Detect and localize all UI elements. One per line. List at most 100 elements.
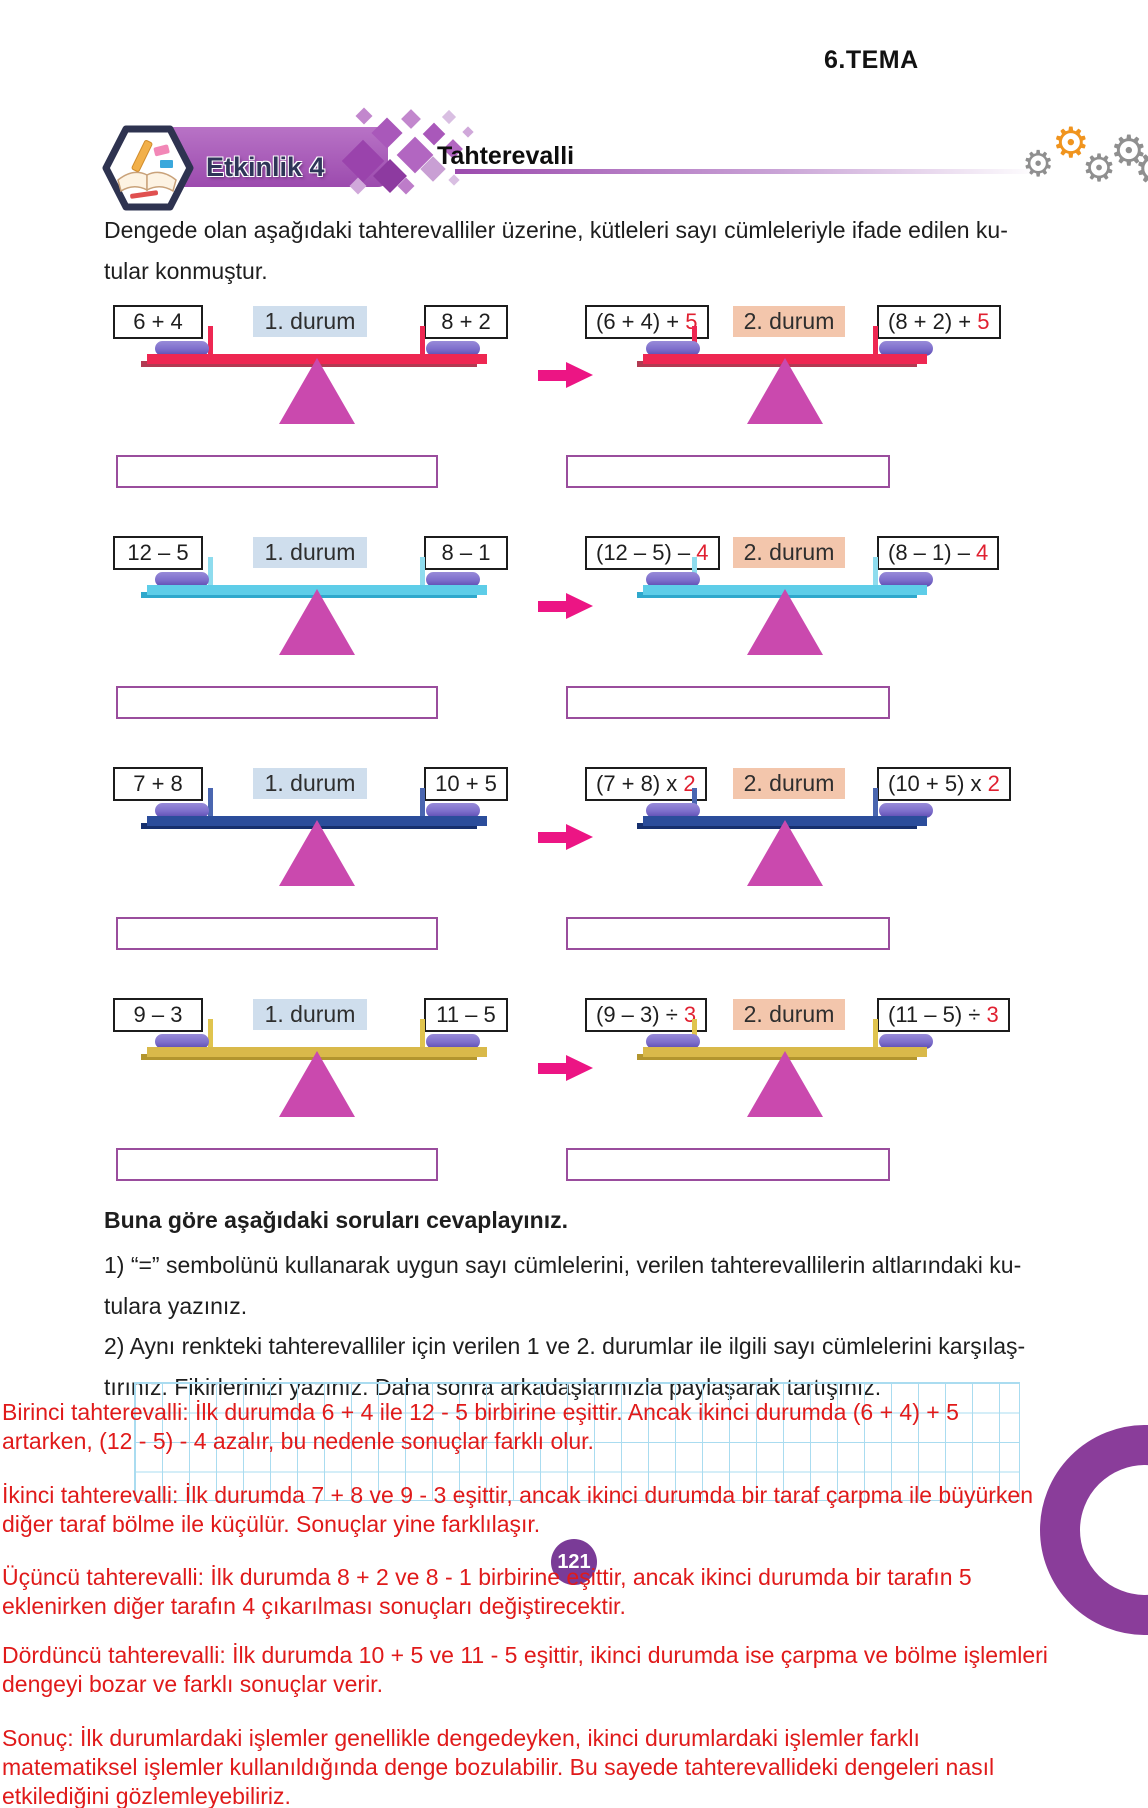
arrow-shaft (538, 601, 567, 612)
stick (873, 788, 878, 817)
expression-accent: 4 (976, 540, 989, 565)
fulcrum (279, 1051, 355, 1117)
intro-line: tular konmuştur. (104, 258, 268, 284)
answer-box[interactable] (566, 917, 890, 950)
gear-icon: ⚙ (1110, 127, 1148, 174)
weight-right (879, 572, 933, 587)
arrow-head (566, 824, 593, 850)
state2-label: 2. durum (733, 768, 845, 799)
answer-box[interactable] (116, 917, 438, 950)
answer-box[interactable] (566, 1148, 890, 1181)
stick (692, 326, 697, 355)
gear-icon: ⚙ (1022, 143, 1055, 184)
answer-line: etkilediğini gözlemleyebiliriz. (2, 1783, 291, 1808)
state2-label: 2. durum (733, 999, 845, 1030)
seesaw-state1: 12 – 5 1. durum 8 – 1 (110, 536, 510, 661)
stick (692, 788, 697, 817)
stick (420, 557, 425, 586)
seesaw-state2: (7 + 8) x 2 2. durum (10 + 5) x 2 (580, 767, 1011, 892)
expression-box-left: 9 – 3 (113, 998, 203, 1032)
weight-right (879, 341, 933, 356)
seesaw-row: 6 + 4 1. durum 8 + 2 (6 + 4) + 5 2. duru… (0, 305, 1148, 495)
answer-line: eklenirken diğer tarafın 4 çıkarılması s… (2, 1593, 626, 1619)
question-1: 1) “=” sembolünü kullanarak uygun sayı c… (104, 1245, 1021, 1327)
expression-box-left: 6 + 4 (113, 305, 203, 339)
diamond-decoration (401, 109, 421, 129)
expression-accent: 5 (977, 309, 990, 334)
stick (873, 1019, 878, 1048)
expression: (6 + 4) + (596, 309, 686, 334)
book-icon (102, 124, 194, 217)
expression: (10 + 5) x (888, 771, 988, 796)
answer-grid-area[interactable] (134, 1382, 1020, 1501)
answer-paragraph-2: İkinci tahterevalli: İlk durumda 7 + 8 v… (2, 1481, 1033, 1539)
gear-icon: ⚙ (1082, 148, 1117, 190)
expression-box-left: (6 + 4) + 5 (585, 305, 709, 339)
fulcrum (747, 1051, 823, 1117)
answer-box[interactable] (566, 686, 890, 719)
answer-line: Sonuç: İlk durumlardaki işlemler genelli… (2, 1725, 920, 1751)
question-line: 2) Aynı renkteki tahterevalliler için ve… (104, 1333, 1026, 1359)
page-number-badge: 121 (551, 1539, 597, 1585)
stick (692, 1019, 697, 1048)
expression-box-right: 10 + 5 (424, 767, 508, 801)
expression: (9 – 3) ÷ (596, 1002, 684, 1027)
theme-label: 6.TEMA (824, 46, 919, 74)
diamond-decoration (441, 109, 457, 125)
weight-right (426, 1034, 480, 1049)
stick (420, 788, 425, 817)
expression-box-left: 12 – 5 (113, 536, 203, 570)
weight-right (426, 341, 480, 356)
weight-left (155, 803, 209, 818)
answer-paragraph-4: Dördüncü tahterevalli: İlk durumda 10 + … (2, 1641, 1048, 1699)
weight-left (646, 1034, 700, 1049)
stick (873, 557, 878, 586)
weight-left (155, 1034, 209, 1049)
stick (208, 788, 213, 817)
expression: (8 + 2) + (888, 309, 978, 334)
arrow-right-icon (538, 1055, 594, 1081)
expression-box-right: 8 – 1 (424, 536, 508, 570)
weight-left (155, 572, 209, 587)
fulcrum (747, 589, 823, 655)
arrow-shaft (538, 832, 567, 843)
expression: (8 – 1) – (888, 540, 977, 565)
stick (420, 326, 425, 355)
activity-label: Etkinlik 4 (206, 152, 325, 182)
seesaw-state1: 7 + 8 1. durum 10 + 5 (110, 767, 510, 892)
expression: (7 + 8) x (596, 771, 684, 796)
seesaw-state2: (9 – 3) ÷ 3 2. durum (11 – 5) ÷ 3 (580, 998, 1010, 1123)
stick (208, 557, 213, 586)
stick (208, 1019, 213, 1048)
seesaw-row: 12 – 5 1. durum 8 – 1 (12 – 5) – 4 2. du… (0, 536, 1148, 726)
state2-label: 2. durum (733, 537, 845, 568)
arrow-shaft (538, 1063, 567, 1074)
expression: 7 + 8 (133, 771, 183, 796)
stick (873, 326, 878, 355)
answer-box[interactable] (116, 686, 438, 719)
expression: (12 – 5) – (596, 540, 697, 565)
arrow-head (566, 362, 593, 388)
expression-box-right: (8 + 2) + 5 (877, 305, 1001, 339)
expression-box-right: 11 – 5 (424, 998, 508, 1032)
answer-box[interactable] (116, 1148, 438, 1181)
activity-title: Tahterevalli (437, 142, 575, 170)
answer-box[interactable] (566, 455, 890, 488)
expression-box-right: (8 – 1) – 4 (877, 536, 1000, 570)
gear-icon: ⚙ (1134, 148, 1148, 192)
question-line: tulara yazınız. (104, 1293, 248, 1319)
fulcrum (279, 820, 355, 886)
expression: 8 + 2 (441, 309, 491, 334)
stick (420, 1019, 425, 1048)
expression-box-left: (7 + 8) x 2 (585, 767, 707, 801)
weight-left (646, 341, 700, 356)
answer-box[interactable] (116, 455, 438, 488)
answer-paragraph-1: Birinci tahterevalli: İlk durumda 6 + 4 … (2, 1398, 959, 1456)
diamond-decoration (462, 126, 474, 138)
fulcrum (279, 589, 355, 655)
weight-right (426, 572, 480, 587)
gear-icon-orange: ⚙ (1052, 119, 1090, 166)
expression-box-right: (11 – 5) ÷ 3 (877, 998, 1010, 1032)
state1-label: 1. durum (253, 768, 367, 799)
